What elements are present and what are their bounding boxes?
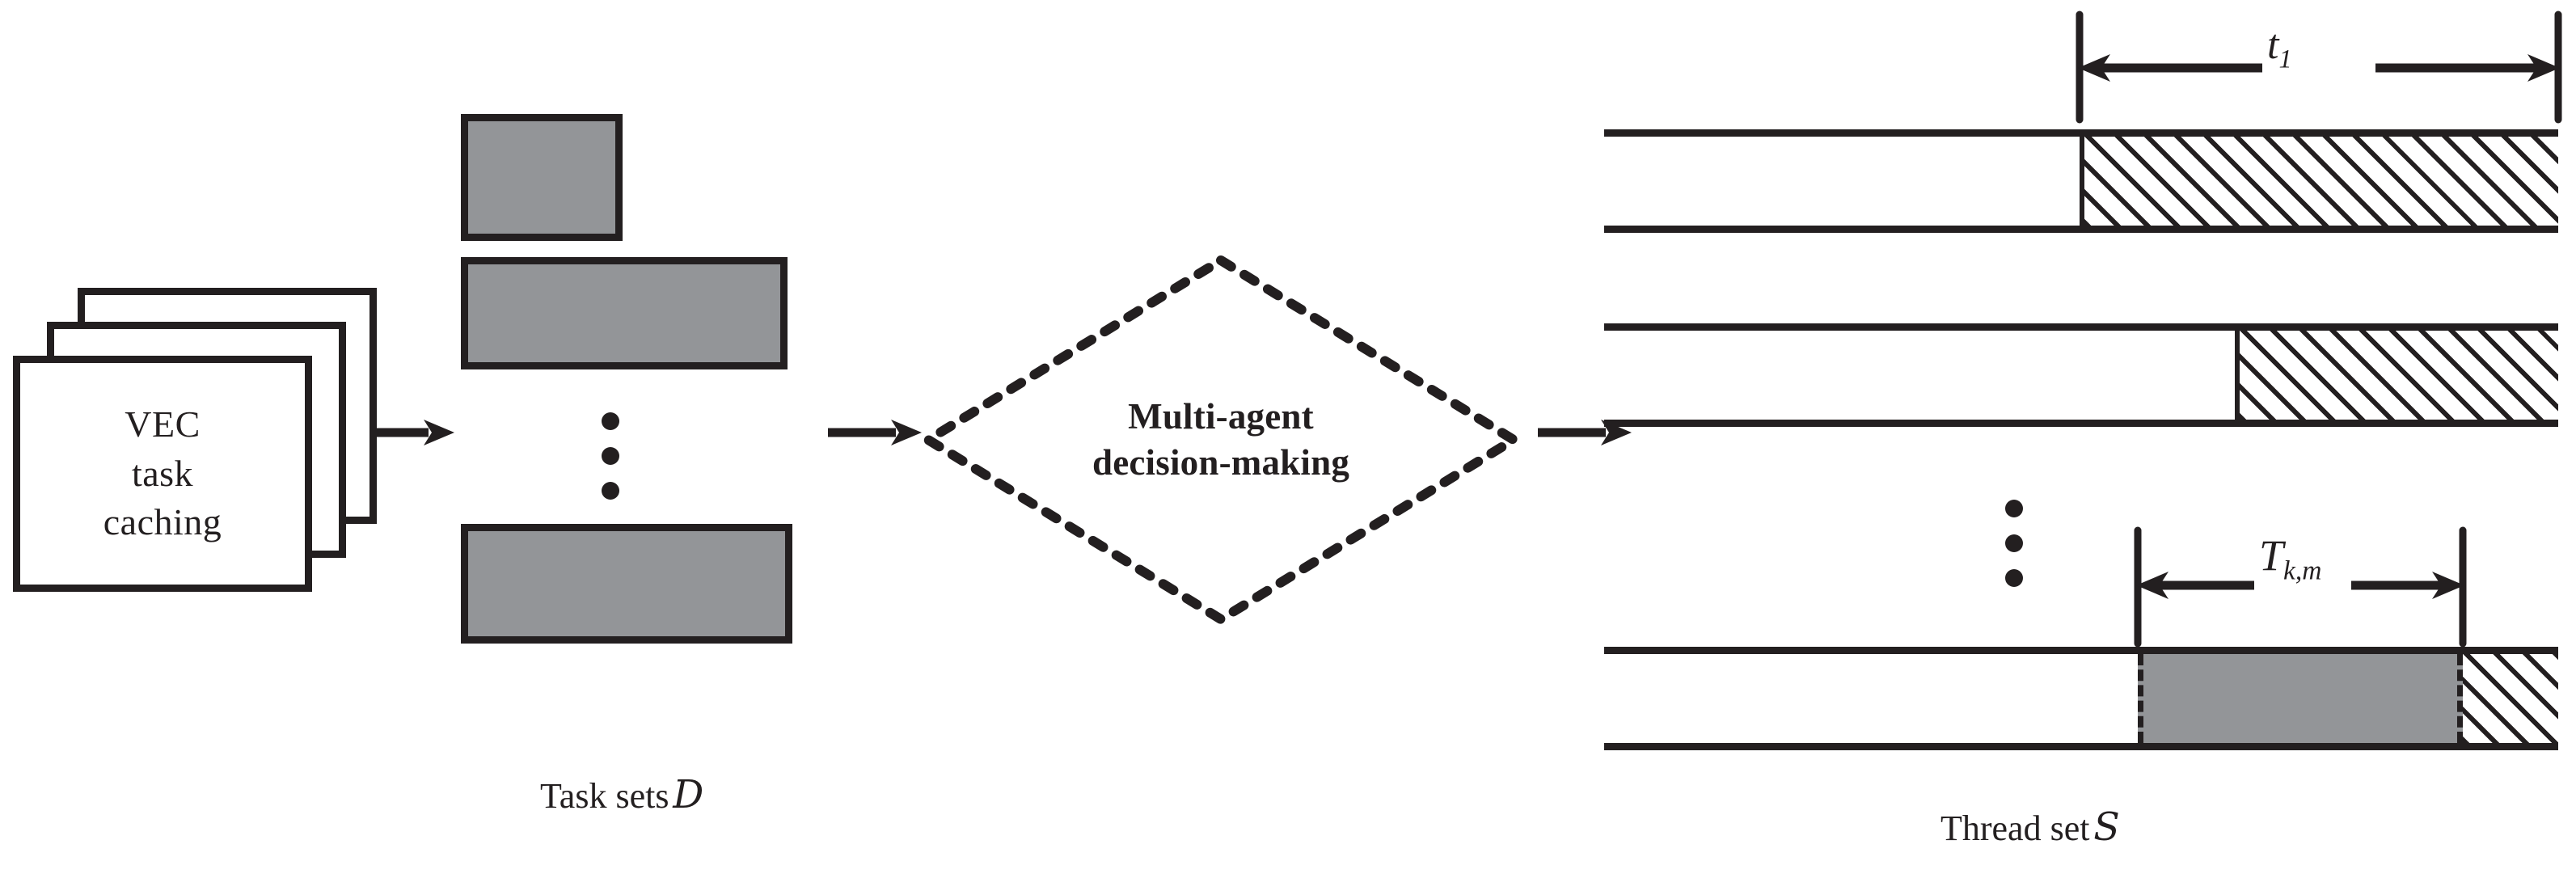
ellipsis-dot (602, 412, 619, 430)
thread-row-1 (1604, 129, 2558, 233)
task-rect-2 (461, 257, 788, 369)
task-sets-caption-text: Task sets (540, 776, 669, 816)
measure-Tkm-label: Tk,m (2259, 534, 2321, 585)
thread-row-3-gray-block (2137, 654, 2463, 743)
measure-Tkm: Tk,m (2133, 526, 2468, 648)
ellipsis-dot (2005, 569, 2023, 587)
decision-line-2: decision-making (1092, 442, 1350, 483)
thread-row-3-top-line (1604, 647, 2558, 654)
measure-t1-subscript: 1 (2278, 44, 2292, 74)
thread-ellipsis-dots (2005, 500, 2023, 587)
task-ellipsis-dots (602, 412, 619, 500)
measure-Tkm-symbol: T (2259, 531, 2284, 580)
thread-row-3-hatched-block (2463, 654, 2558, 743)
vec-card-front: VEC task caching (13, 356, 312, 592)
thread-row-1-hatched-block (2079, 137, 2558, 226)
thread-row-2-bottom-line (1604, 420, 2558, 427)
ellipsis-dot (2005, 534, 2023, 552)
vec-line-3: caching (103, 501, 222, 543)
task-sets-caption: Task setsD (540, 776, 703, 815)
vec-line-1: VEC (125, 403, 201, 445)
task-rect-3 (461, 524, 792, 644)
task-sets-symbol: D (673, 773, 704, 817)
measure-t1: t1 (2075, 11, 2563, 125)
measure-Tkm-subscript: k,m (2283, 555, 2322, 586)
measure-t1-label: t1 (2267, 24, 2292, 72)
arrow-tasks-to-diamond (826, 408, 923, 457)
thread-row-1-bottom-line (1604, 226, 2558, 233)
thread-row-2-hatched-block (2234, 331, 2558, 420)
ellipsis-dot (602, 447, 619, 465)
ellipsis-dot (602, 482, 619, 500)
ellipsis-dot (2005, 500, 2023, 517)
thread-set-caption-text: Thread set (1940, 808, 2090, 848)
thread-row-2 (1604, 323, 2558, 427)
vec-line-2: task (131, 452, 194, 494)
thread-row-1-top-line (1604, 129, 2558, 137)
decision-line-1: Multi-agent (1128, 396, 1314, 437)
thread-row-3-bottom-line (1604, 743, 2558, 750)
decision-diamond: Multi-agent decision-making (922, 254, 1520, 626)
thread-row-2-top-line (1604, 323, 2558, 331)
thread-row-3 (1604, 647, 2558, 750)
task-rect-1 (461, 114, 623, 241)
measure-t1-symbol: t (2267, 22, 2279, 68)
thread-set-symbol: S (2093, 805, 2120, 850)
vec-card-text: VEC task caching (20, 363, 305, 585)
thread-set-caption: Thread setS (1940, 808, 2120, 847)
decision-diamond-label: Multi-agent decision-making (922, 254, 1520, 626)
